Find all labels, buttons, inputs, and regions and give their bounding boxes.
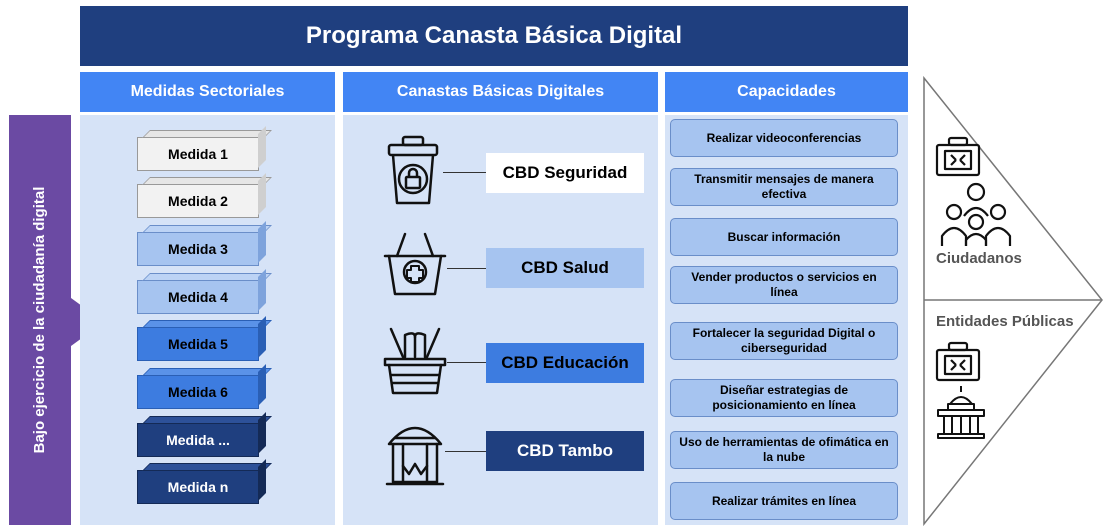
medida-block: Medida n xyxy=(137,459,272,504)
capacidad-label: Transmitir mensajes de manera efectiva xyxy=(694,172,874,201)
government-building-icon xyxy=(937,386,985,439)
ciudadanos-label: Ciudadanos xyxy=(936,250,1022,267)
cbd-label: CBD Tambo xyxy=(516,441,613,460)
medida-label: Medida 1 xyxy=(168,146,228,162)
capacidad-label: Diseñar estrategias de posicionamiento e… xyxy=(712,383,856,412)
sidebar-label: Bajo ejercicio de la ciudadanía digital xyxy=(31,186,48,454)
medida-label: Medida 5 xyxy=(168,336,228,352)
connector-line xyxy=(443,172,486,173)
medida-block: Medida 5 xyxy=(137,316,272,361)
medida-label: Medida n xyxy=(167,479,229,495)
people-group-icon xyxy=(940,182,1012,246)
medida-label: Medida 4 xyxy=(168,289,228,305)
medida-block: Medida 6 xyxy=(137,364,272,409)
medida-block: Medida 4 xyxy=(137,269,272,314)
cbd-salud-box: CBD Salud xyxy=(486,248,644,288)
header-medidas: Medidas Sectoriales xyxy=(80,72,335,112)
medida-block: Medida ... xyxy=(137,412,272,457)
cbd-educacion-box: CBD Educación xyxy=(486,343,644,383)
header-canastas: Canastas Básicas Digitales xyxy=(343,72,658,112)
entidades-label: Entidades Públicas xyxy=(936,313,1074,330)
capacidad-item: Realizar trámites en línea xyxy=(670,482,898,520)
health-basket-icon xyxy=(383,232,447,296)
medida-block: Medida 2 xyxy=(137,173,272,218)
capacidad-item: Fortalecer la seguridad Digital o cibers… xyxy=(670,322,898,360)
sidebar-bar xyxy=(9,115,71,525)
medida-block: Medida 3 xyxy=(137,221,272,266)
tambo-building-icon xyxy=(385,426,445,486)
capacidad-label: Fortalecer la seguridad Digital o cibers… xyxy=(692,326,876,355)
medida-label: Medida 3 xyxy=(168,241,228,257)
capacidad-item: Buscar información xyxy=(670,218,898,256)
medida-label: Medida ... xyxy=(166,432,230,448)
connector-line xyxy=(447,362,486,363)
page-title: Programa Canasta Básica Digital xyxy=(80,6,908,66)
cbd-label: CBD Educación xyxy=(501,353,629,372)
capacidad-label: Uso de herramientas de ofimática en la n… xyxy=(679,435,889,464)
cbd-tambo-box: CBD Tambo xyxy=(486,431,644,471)
capacidad-label: Buscar información xyxy=(727,229,841,244)
connector-line xyxy=(447,268,486,269)
book-basket-icon xyxy=(383,327,447,395)
capacidad-item: Transmitir mensajes de manera efectiva xyxy=(670,168,898,206)
medida-label: Medida 2 xyxy=(168,193,228,209)
briefcase-icon xyxy=(935,136,981,177)
capacidad-label: Realizar videoconferencias xyxy=(706,130,862,145)
capacidad-item: Vender productos o servicios en línea xyxy=(670,266,898,304)
trash-lock-icon xyxy=(387,135,439,205)
capacidad-item: Realizar videoconferencias xyxy=(670,119,898,157)
capacidad-item: Uso de herramientas de ofimática en la n… xyxy=(670,431,898,469)
connector-line xyxy=(445,451,486,452)
medida-label: Medida 6 xyxy=(168,384,228,400)
capacidad-label: Vender productos o servicios en línea xyxy=(691,270,877,299)
header-capacidades: Capacidades xyxy=(665,72,908,112)
capacidad-item: Diseñar estrategias de posicionamiento e… xyxy=(670,379,898,417)
briefcase-icon xyxy=(935,341,981,382)
cbd-label: CBD Seguridad xyxy=(502,163,628,182)
cbd-label: CBD Salud xyxy=(521,258,609,277)
medida-block: Medida 1 xyxy=(137,126,272,171)
cbd-seguridad-box: CBD Seguridad xyxy=(486,153,644,193)
capacidad-label: Realizar trámites en línea xyxy=(711,493,857,508)
